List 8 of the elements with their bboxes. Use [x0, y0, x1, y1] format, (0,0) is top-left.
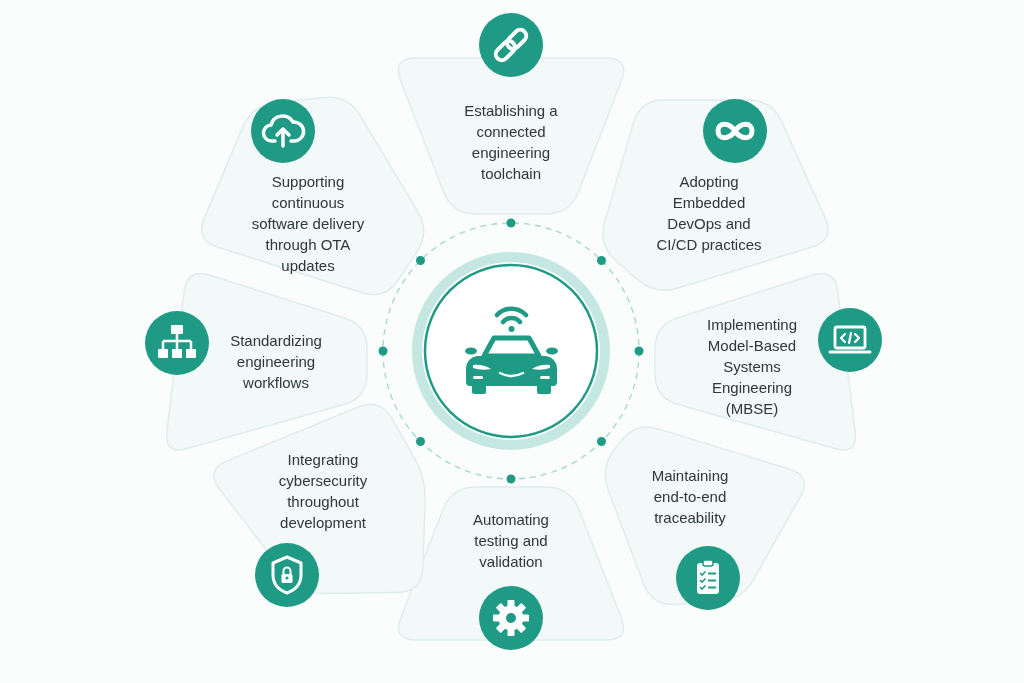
practice-label: Supporting continuous software delivery through OTA updates [250, 172, 366, 276]
practice-label: Maintaining end-to-end traceability [650, 466, 730, 528]
practice-label: Adopting Embedded DevOps and CI/CD practices [655, 172, 763, 255]
practice-label: Automating testing and validation [472, 510, 550, 572]
practice-label: Standardizing engineering workflows [229, 331, 323, 393]
practice-label: Establishing a connected engineering toolchain [463, 101, 559, 184]
practice-label: Implementing Model-Based Systems Engineering (MBSE) [705, 315, 798, 419]
practice-label: Integrating cybersecurity throughout development [277, 450, 369, 533]
